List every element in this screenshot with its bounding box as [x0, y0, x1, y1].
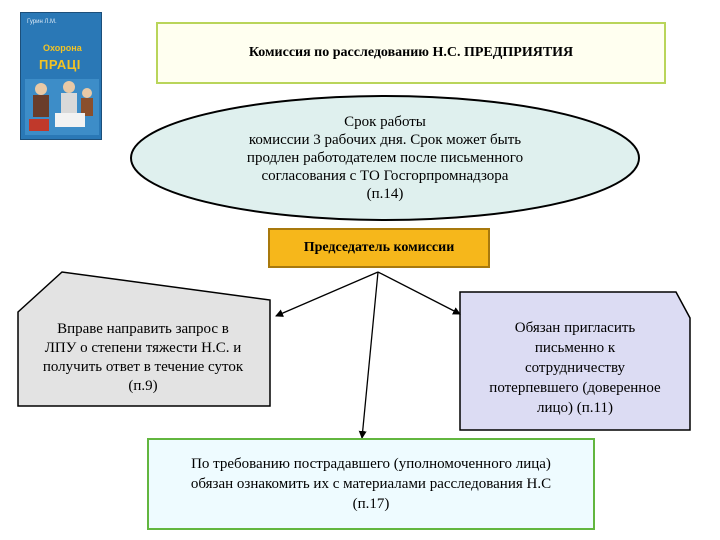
right-note-text: Обязан пригласить письменно к сотрудниче… [462, 308, 688, 428]
right-line: Обязан пригласить [514, 320, 636, 336]
chairman-box: Председатель комиссии [268, 228, 490, 268]
arrow-to-bottom [358, 271, 379, 439]
bottom-note-box: По требованию пострадавшего (уполномочен… [147, 438, 595, 530]
left-line: (п.9) [128, 378, 158, 394]
term-line: комиссии 3 рабочих дня. Срок может быть [248, 132, 522, 148]
term-ellipse [130, 95, 640, 221]
bottom-line: По требованию пострадавшего (уполномочен… [191, 456, 551, 472]
book-title-line2: ПРАЦІ [39, 57, 81, 72]
right-line: лицо) (п.11) [537, 400, 613, 416]
term-line: продлен работодателем после письменного [246, 150, 524, 166]
right-line: потерпевшего (доверенное [489, 380, 661, 396]
book-title-line1: Охорона [43, 43, 82, 53]
right-line: сотрудничеству [524, 360, 626, 376]
book-cover-image: Гурин Л.М. Охорона ПРАЦІ [20, 12, 102, 140]
term-line: согласования с ТО Госгорпромнадзора [261, 168, 509, 184]
bottom-line: (п.17) [352, 496, 390, 512]
book-author: Гурин Л.М. [27, 19, 57, 25]
commission-title: Комиссия по расследованию Н.С. ПРЕДПРИЯТ… [248, 45, 574, 60]
left-line: ЛПУ о степени тяжести Н.С. и [44, 340, 242, 356]
term-line: (п.14) [366, 186, 404, 202]
right-line: письменно к [534, 340, 616, 356]
chairman-label: Председатель комиссии [303, 240, 455, 255]
book-illustration [25, 79, 99, 135]
left-line: получить ответ в течение суток [42, 359, 244, 375]
arrow-to-left [275, 271, 379, 317]
arrow-to-right [377, 271, 461, 315]
commission-title-box: Комиссия по расследованию Н.С. ПРЕДПРИЯТ… [156, 22, 666, 84]
left-note-text: Вправе направить запрос в ЛПУ о степени … [18, 308, 268, 408]
right-note-shape [459, 291, 691, 431]
left-line: Вправе направить запрос в [57, 321, 229, 337]
term-line: Срок работы [344, 114, 426, 130]
bottom-line: обязан ознакомить их с материалами рассл… [190, 476, 552, 492]
term-text: Срок работы комиссии 3 рабочих дня. Срок… [190, 102, 580, 214]
left-note-shape [17, 271, 271, 407]
